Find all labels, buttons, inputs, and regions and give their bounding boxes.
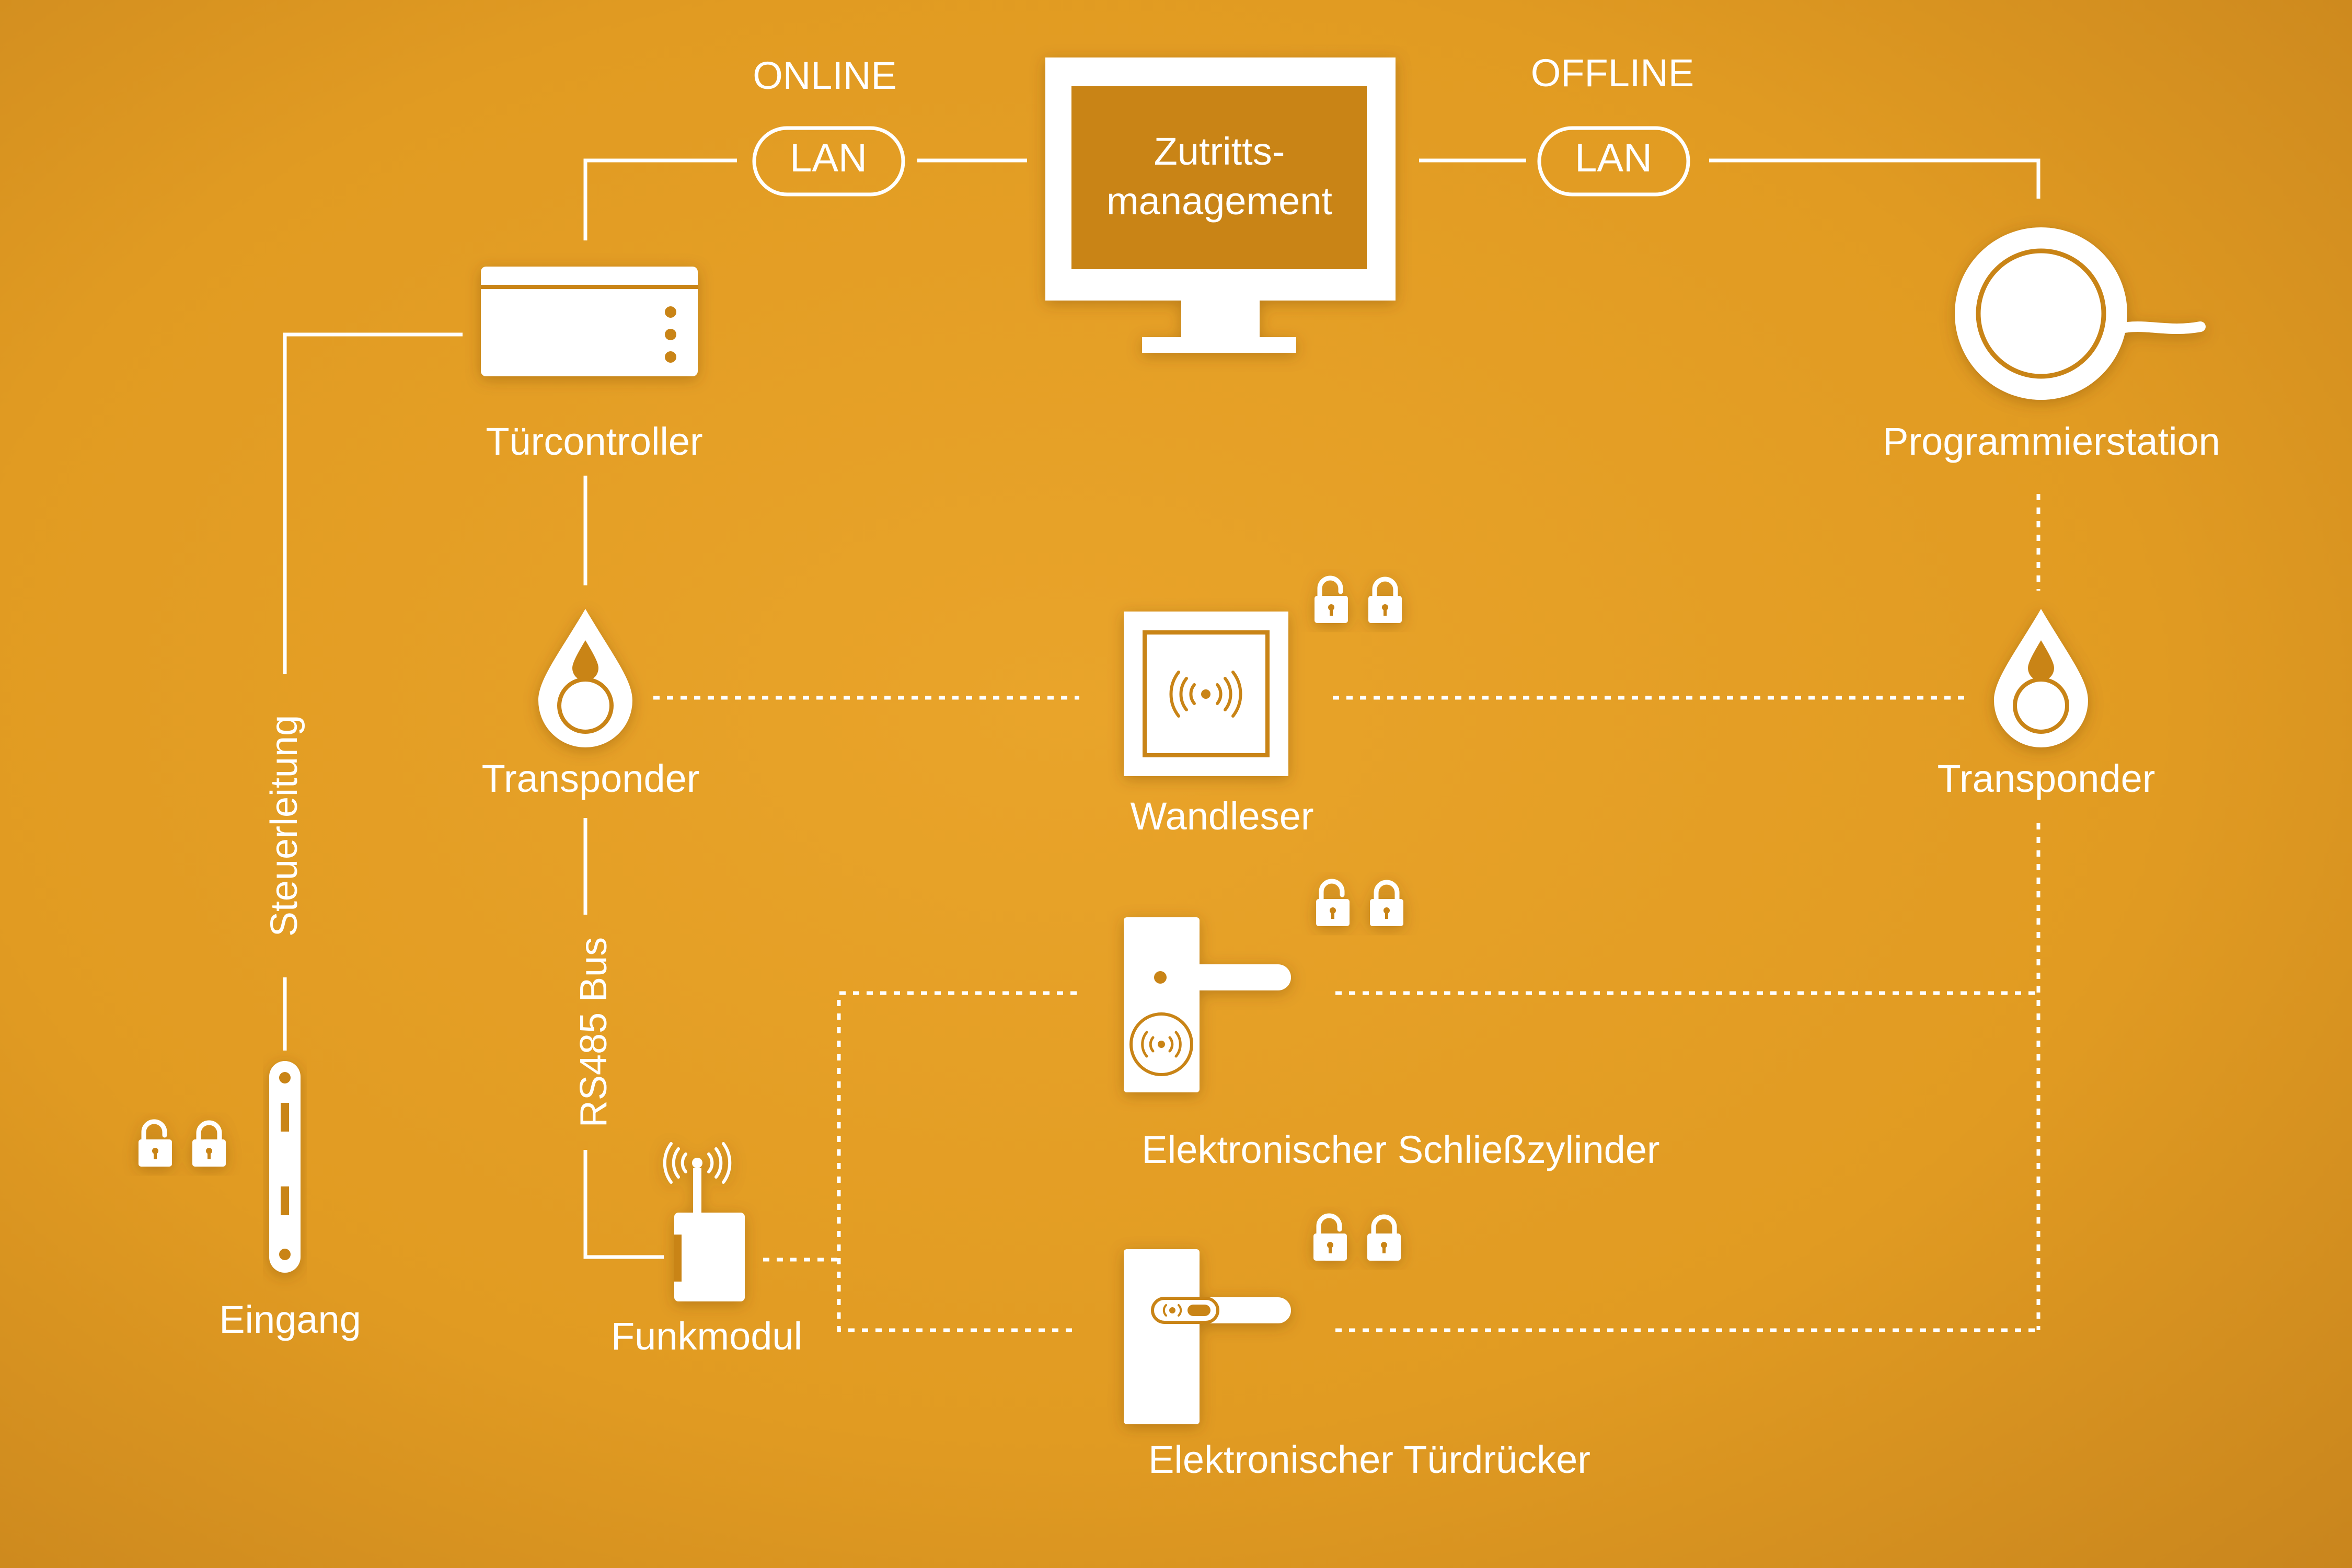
radio-module-icon [663, 1142, 745, 1301]
line-rs485-funk [583, 1150, 664, 1259]
funkmodul-label: Funkmodul [611, 1315, 802, 1358]
schliesszylinder-label: Elektronischer Schließzylinder [1142, 1128, 1659, 1171]
door-strip-icon [269, 1061, 301, 1273]
transponder-icon-right [1994, 609, 2088, 747]
line-controller-steuer-top [283, 332, 463, 674]
solid-lines [283, 158, 2040, 1259]
online-label: ONLINE [753, 54, 897, 97]
programmierstation-label: Programmierstation [1883, 420, 2220, 463]
lan-pill-left [752, 126, 905, 197]
dots-left-loop [837, 991, 1077, 1332]
tuerdruecker-label: Elektronischer Türdrücker [1148, 1438, 1590, 1481]
zutritt-label-line1: Zutritts- [1154, 130, 1285, 173]
lan-label-left: LAN [790, 136, 867, 180]
transponder-left-label: Transponder [482, 757, 700, 800]
monitor-icon [1045, 57, 1396, 353]
offline-label: OFFLINE [1531, 51, 1694, 95]
transponder-icon-left [538, 609, 632, 747]
eingang-label: Eingang [219, 1298, 361, 1341]
programming-station-icon [1955, 227, 2206, 400]
lan-pill-right [1537, 126, 1690, 197]
door-cylinder-icon [1124, 917, 1291, 1092]
wall-reader-icon [1124, 612, 1288, 776]
zutritt-label-line2: management [1106, 179, 1332, 223]
wandleser-label: Wandleser [1131, 794, 1314, 838]
rs485-label: RS485 Bus [573, 937, 615, 1127]
door-handle-icon [1124, 1249, 1291, 1424]
line-controller-lan [583, 158, 737, 240]
line-lan-station [1709, 158, 2040, 199]
transponder-right-label: Transponder [1938, 757, 2155, 800]
steuerleitung-label: Steuerleitung [263, 715, 305, 937]
controller-icon [481, 267, 698, 376]
tuercontroller-label: Türcontroller [486, 420, 702, 463]
lan-label-right: LAN [1575, 136, 1652, 180]
dotted-lines [653, 494, 2040, 1332]
